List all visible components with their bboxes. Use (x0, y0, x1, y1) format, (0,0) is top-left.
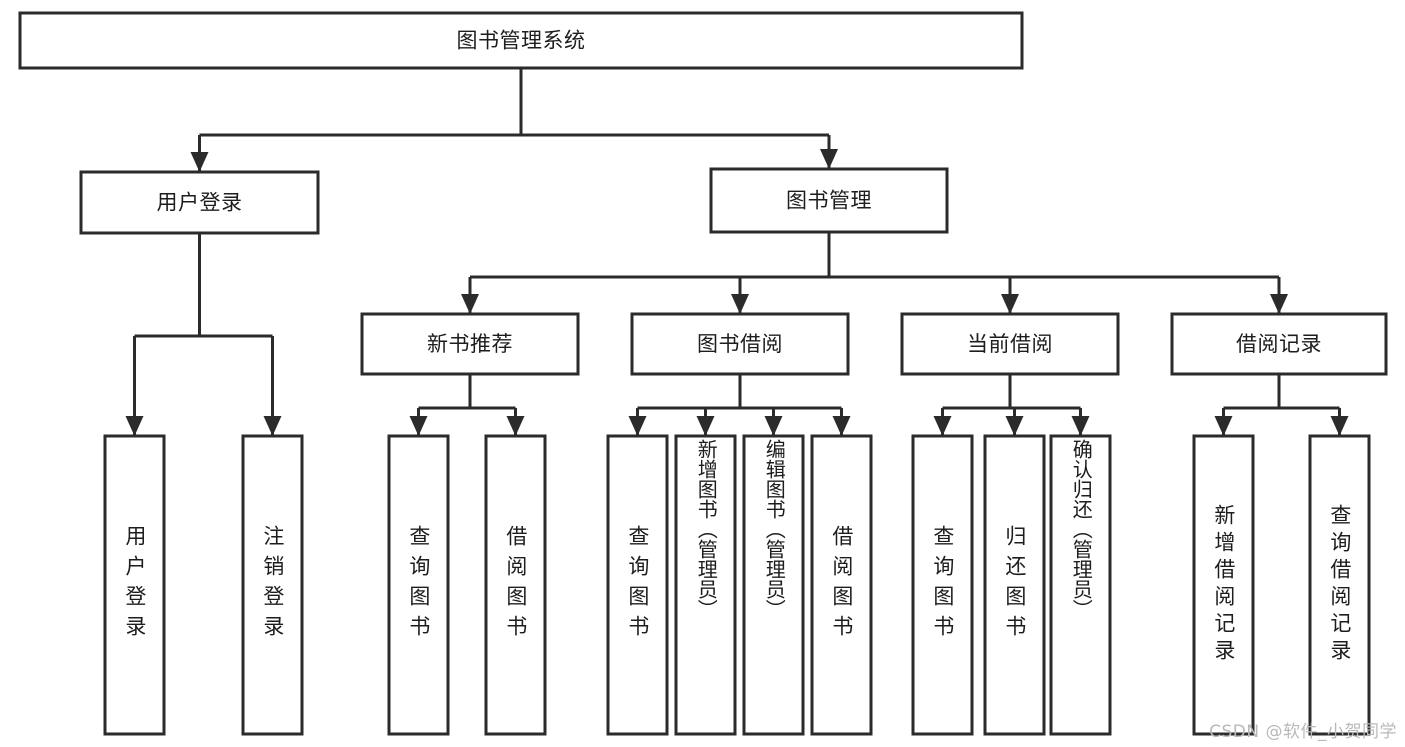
node-box-l-add-record[interactable] (1192, 434, 1255, 736)
node-box-l-edit-book[interactable] (742, 434, 805, 736)
node-box-n-record[interactable] (1170, 312, 1388, 376)
arrow-head-icon-l-add-book (696, 416, 715, 436)
node-box-l-borrow-book-1[interactable] (484, 434, 547, 736)
node-box-l-add-book[interactable] (674, 434, 737, 736)
node-box-l-borrow-book-2[interactable] (810, 434, 873, 736)
arrow-head-icon-n-new-rec (461, 294, 479, 314)
node-box-root[interactable] (18, 11, 1024, 70)
arrow-head-icon-n-record (1270, 294, 1288, 314)
arrow-head-icon-n-login (190, 152, 209, 172)
node-label-n-current: 当前借阅 (967, 332, 1053, 356)
node-box-l-query-record[interactable] (1308, 434, 1371, 736)
node-box-l-query-book-3[interactable] (911, 434, 974, 736)
arrow-head-icon-l-query-record (1330, 416, 1349, 436)
node-box-l-user-login[interactable] (103, 434, 166, 736)
node-label-n-record: 借阅记录 (1236, 332, 1322, 356)
arrow-head-icon-l-edit-book (764, 416, 783, 436)
arrow-head-icon-n-borrow (731, 294, 749, 314)
node-box-n-new-rec[interactable] (360, 312, 580, 376)
boxes-layer (18, 11, 1388, 736)
arrow-head-icon-n-book-mgmt (820, 149, 838, 169)
arrow-head-icon-l-query-book-3 (933, 416, 952, 436)
node-box-n-book-mgmt[interactable] (709, 167, 949, 234)
arrow-head-icon-l-user-logout (263, 416, 282, 436)
node-box-n-current[interactable] (900, 312, 1120, 376)
node-box-l-user-logout[interactable] (241, 434, 304, 736)
node-label-n-new-rec: 新书推荐 (427, 332, 513, 356)
node-box-l-query-book-1[interactable] (387, 434, 450, 736)
arrow-head-icon-n-current (1001, 294, 1019, 314)
node-label-n-login: 用户登录 (157, 191, 243, 215)
arrow-head-icon-l-user-login (125, 416, 144, 436)
node-label-n-book-mgmt: 图书管理 (786, 189, 872, 213)
node-box-n-login[interactable] (79, 170, 320, 235)
connectors-layer (125, 68, 1349, 436)
node-label-n-borrow: 图书借阅 (697, 332, 783, 356)
node-box-l-return-book[interactable] (983, 434, 1046, 736)
arrow-head-icon-l-borrow-book-1 (506, 416, 525, 436)
arrow-head-icon-l-query-book-2 (628, 416, 647, 436)
arrow-head-icon-l-confirm-return (1071, 416, 1090, 436)
arrow-head-icon-l-return-book (1005, 416, 1024, 436)
node-label-root: 图书管理系统 (457, 29, 586, 53)
arrow-head-icon-l-borrow-book-2 (832, 416, 851, 436)
node-box-l-query-book-2[interactable] (606, 434, 669, 736)
node-box-l-confirm-return[interactable] (1049, 434, 1112, 736)
arrow-head-icon-l-add-record (1214, 416, 1233, 436)
csdn-watermark: CSDN @软件_小贺同学 (1209, 722, 1397, 742)
arrow-head-icon-l-query-book-1 (409, 416, 428, 436)
node-box-n-borrow[interactable] (630, 312, 850, 376)
